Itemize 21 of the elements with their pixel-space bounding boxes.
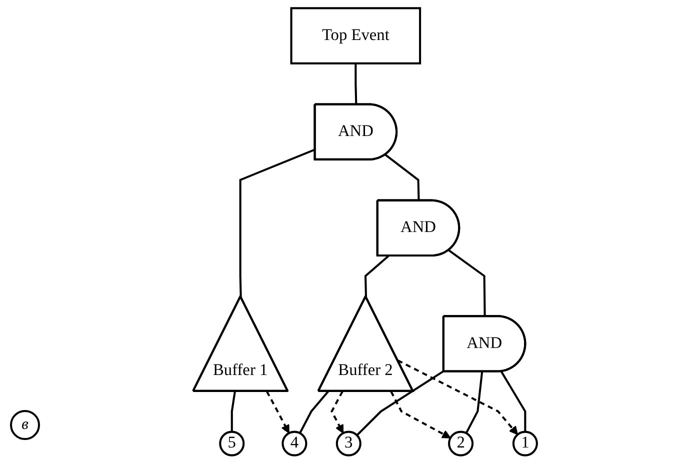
- connector: [230, 391, 236, 432]
- connector: [364, 255, 390, 297]
- node-box: Top Event: [290, 7, 422, 64]
- connector: [354, 63, 358, 105]
- panel-label: в: [10, 410, 40, 440]
- arrow: [397, 359, 518, 435]
- node-circle: 4: [282, 430, 308, 456]
- connector: [448, 250, 486, 317]
- node-circle: 3: [336, 430, 362, 456]
- connector: [384, 154, 420, 201]
- node-circle: 2: [448, 430, 474, 456]
- arrow: [266, 390, 290, 434]
- connector: [465, 372, 484, 434]
- connector: [500, 371, 526, 432]
- arrow: [390, 390, 451, 438]
- connector: [299, 390, 329, 434]
- connector: [356, 370, 444, 436]
- connector: [239, 148, 316, 297]
- arrow: [330, 390, 344, 434]
- node-circle: 1: [512, 430, 538, 456]
- node-circle: 5: [219, 430, 245, 456]
